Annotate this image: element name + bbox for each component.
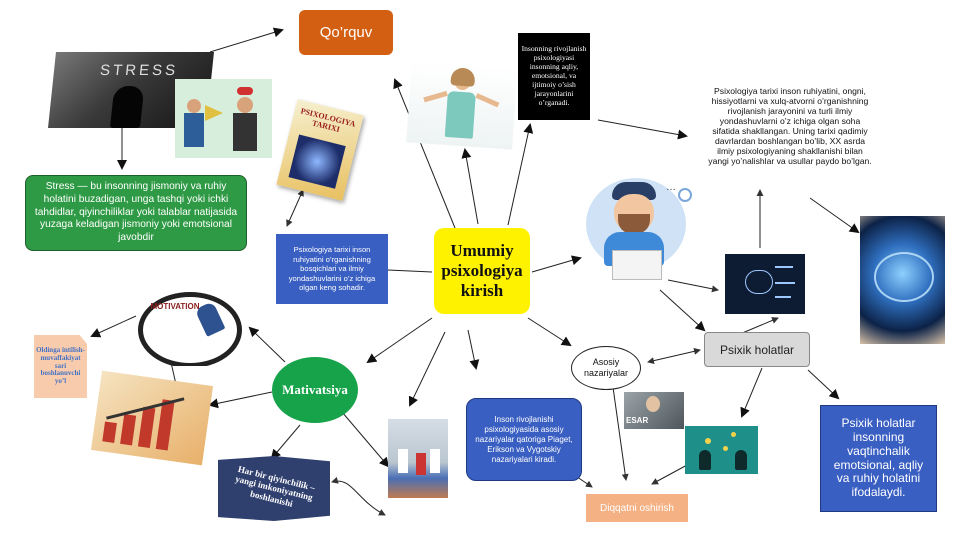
video-thumbnail-image: ESAR	[624, 392, 684, 429]
theories-node[interactable]: Asosiy nazariyalar	[571, 346, 641, 390]
mental-states-label: Psixik holatlar	[719, 342, 795, 357]
stress-photo-text: STRESS	[99, 62, 179, 79]
teal-figures-image	[685, 426, 758, 474]
psychology-history-summary-text: Psixologiya tarixi inson ruhiyatini o’rg…	[288, 245, 376, 293]
motivation-node[interactable]: Mativatsiya	[272, 357, 358, 423]
laptop-icon	[612, 250, 662, 280]
glowing-brain-hands-image	[860, 216, 945, 344]
business-chart-image	[90, 370, 214, 466]
attention-label: Diqqatni oshirish	[600, 502, 674, 514]
attention-node[interactable]: Diqqatni oshirish	[586, 494, 688, 522]
mental-states-description-text: Psixik holatlar insonning vaqtinchalik e…	[833, 416, 924, 500]
worried-man-illustration: …	[582, 170, 694, 280]
theories-description-text: Inson rivojlanishi psixologiyasida asosi…	[475, 414, 573, 464]
center-topic-title: Umumiy psixologiya kirish	[441, 240, 523, 301]
woman-relaxed-image	[406, 60, 518, 150]
classroom-photo	[388, 419, 448, 498]
fear-node[interactable]: Qo’rquv	[299, 10, 393, 55]
book-cover-art	[288, 134, 346, 189]
person-right-icon	[237, 97, 253, 113]
development-psychology-text: Insonning rivojlanish psixologiyasi inso…	[521, 44, 587, 107]
motivation-word: MOTIVATION	[150, 302, 200, 311]
video-label: ESAR	[626, 416, 649, 425]
psychology-history-detail-node[interactable]: Psixologiya tarixi inson ruhiyatini, ong…	[705, 66, 875, 186]
psychology-history-detail-text: Psixologiya tarixi inson ruhiyatini, ong…	[708, 85, 872, 167]
motivation-banner-node[interactable]: Har bir qiyinchilik – yangi imkoniyatnin…	[218, 456, 330, 521]
motivation-note-text: Oldinga intilish-muvaffakiyat sari boshl…	[36, 346, 85, 386]
connector-lines	[90, 27, 860, 516]
megaphone-icon	[205, 105, 223, 121]
shouting-people-image	[175, 79, 272, 158]
person-silhouette-icon	[110, 86, 145, 128]
psychology-history-summary-node[interactable]: Psixologiya tarixi inson ruhiyatini o’rg…	[276, 234, 388, 304]
motivation-label: Mativatsiya	[282, 382, 348, 397]
theories-description-node[interactable]: Inson rivojlanishi psixologiyasida asosi…	[466, 398, 582, 481]
center-topic-node[interactable]: Umumiy psixologiya kirish	[434, 228, 530, 314]
gear-icon	[678, 188, 692, 202]
motivation-note-node[interactable]: Oldinga intilish-muvaffakiyat sari boshl…	[34, 335, 87, 398]
ellipsis-icon: …	[666, 182, 676, 193]
development-psychology-node[interactable]: Insonning rivojlanish psixologiyasi inso…	[518, 33, 590, 120]
mental-states-node[interactable]: Psixik holatlar	[704, 332, 810, 367]
motivation-banner-text: Har bir qiyinchilik – yangi imkoniyatnin…	[234, 463, 317, 509]
stress-definition-text: Stress — bu insonning jismoniy va ruhiy …	[34, 181, 238, 244]
mental-states-description-node[interactable]: Psixik holatlar insonning vaqtinchalik e…	[820, 405, 937, 512]
fear-label: Qo’rquv	[319, 24, 373, 41]
stress-definition-node[interactable]: Stress — bu insonning jismoniy va ruhiy …	[25, 175, 247, 251]
person-left-icon	[187, 99, 201, 113]
motivation-magnifier-image: MOTIVATION	[136, 292, 244, 366]
theories-label: Asosiy nazariyalar	[583, 357, 629, 378]
brain-network-image	[725, 254, 805, 314]
